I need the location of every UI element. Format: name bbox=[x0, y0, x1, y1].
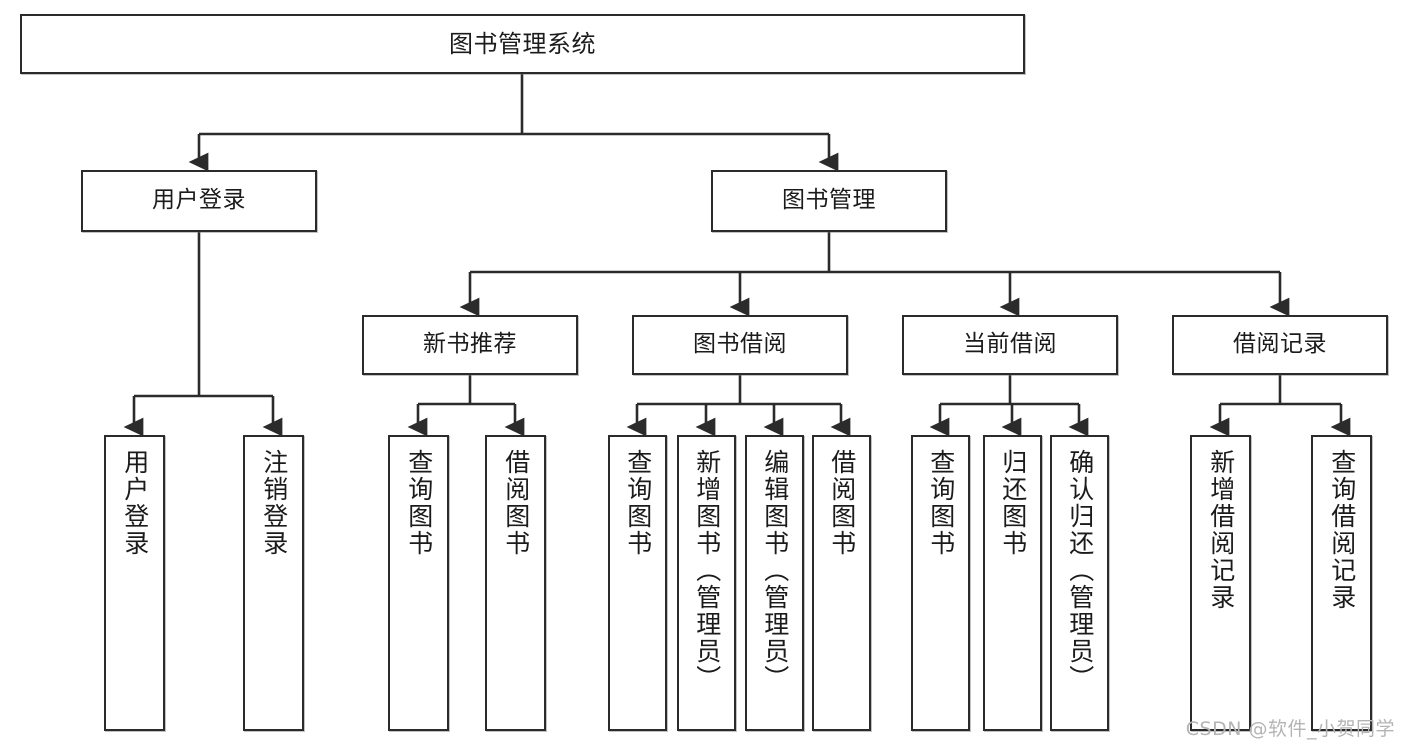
node-label: 图书管理 bbox=[782, 187, 876, 214]
node-label: 用户登录 bbox=[152, 187, 246, 214]
node-leaf-logout[interactable]: 注销登录 bbox=[243, 435, 304, 731]
node-leaf-query-book-rec[interactable]: 查询图书 bbox=[388, 435, 449, 731]
node-label: 查询借阅记录 bbox=[1327, 449, 1357, 611]
node-leaf-borrow-book-rec[interactable]: 借阅图书 bbox=[485, 435, 546, 731]
node-label: 用户登录 bbox=[120, 449, 150, 557]
node-leaf-edit-book-admin[interactable]: 编辑图书（管理员） bbox=[745, 435, 804, 731]
node-leaf-add-borrow-record[interactable]: 新增借阅记录 bbox=[1190, 435, 1251, 731]
node-leaf-return-book[interactable]: 归还图书 bbox=[983, 435, 1042, 731]
node-leaf-add-book-admin[interactable]: 新增图书（管理员） bbox=[677, 435, 736, 731]
node-leaf-borrow-book[interactable]: 借阅图书 bbox=[812, 435, 871, 731]
node-label: 图书借阅 bbox=[693, 331, 787, 358]
node-label: 借阅图书 bbox=[827, 449, 857, 557]
node-label: 新增图书（管理员） bbox=[692, 449, 722, 692]
node-label: 图书管理系统 bbox=[449, 29, 596, 58]
node-label: 新书推荐 bbox=[423, 331, 517, 358]
node-root-system[interactable]: 图书管理系统 bbox=[20, 14, 1025, 74]
node-leaf-query-book-current[interactable]: 查询图书 bbox=[911, 435, 970, 731]
node-label: 确认归还（管理员） bbox=[1065, 449, 1095, 692]
node-label: 借阅图书 bbox=[501, 449, 531, 557]
node-user-login[interactable]: 用户登录 bbox=[81, 170, 317, 232]
node-label: 查询图书 bbox=[623, 449, 653, 557]
node-label: 查询图书 bbox=[926, 449, 956, 557]
node-book-borrowing[interactable]: 图书借阅 bbox=[632, 315, 848, 375]
node-book-management[interactable]: 图书管理 bbox=[711, 170, 947, 232]
node-current-borrowing[interactable]: 当前借阅 bbox=[902, 315, 1118, 375]
node-borrowing-records[interactable]: 借阅记录 bbox=[1172, 315, 1388, 375]
node-label: 新增借阅记录 bbox=[1206, 449, 1236, 611]
node-label: 当前借阅 bbox=[963, 331, 1057, 358]
node-label: 查询图书 bbox=[404, 449, 434, 557]
node-leaf-query-borrow-record[interactable]: 查询借阅记录 bbox=[1311, 435, 1372, 731]
node-label: 注销登录 bbox=[259, 449, 289, 557]
node-label: 借阅记录 bbox=[1233, 331, 1327, 358]
node-label: 编辑图书（管理员） bbox=[760, 449, 790, 692]
node-leaf-user-login[interactable]: 用户登录 bbox=[104, 435, 165, 731]
node-leaf-query-book-borrow[interactable]: 查询图书 bbox=[608, 435, 667, 731]
node-label: 归还图书 bbox=[998, 449, 1028, 557]
watermark-text: CSDN @软件_小贺同学 bbox=[1185, 718, 1395, 740]
node-leaf-confirm-return-admin[interactable]: 确认归还（管理员） bbox=[1050, 435, 1109, 731]
node-new-book-recommendation[interactable]: 新书推荐 bbox=[362, 315, 578, 375]
